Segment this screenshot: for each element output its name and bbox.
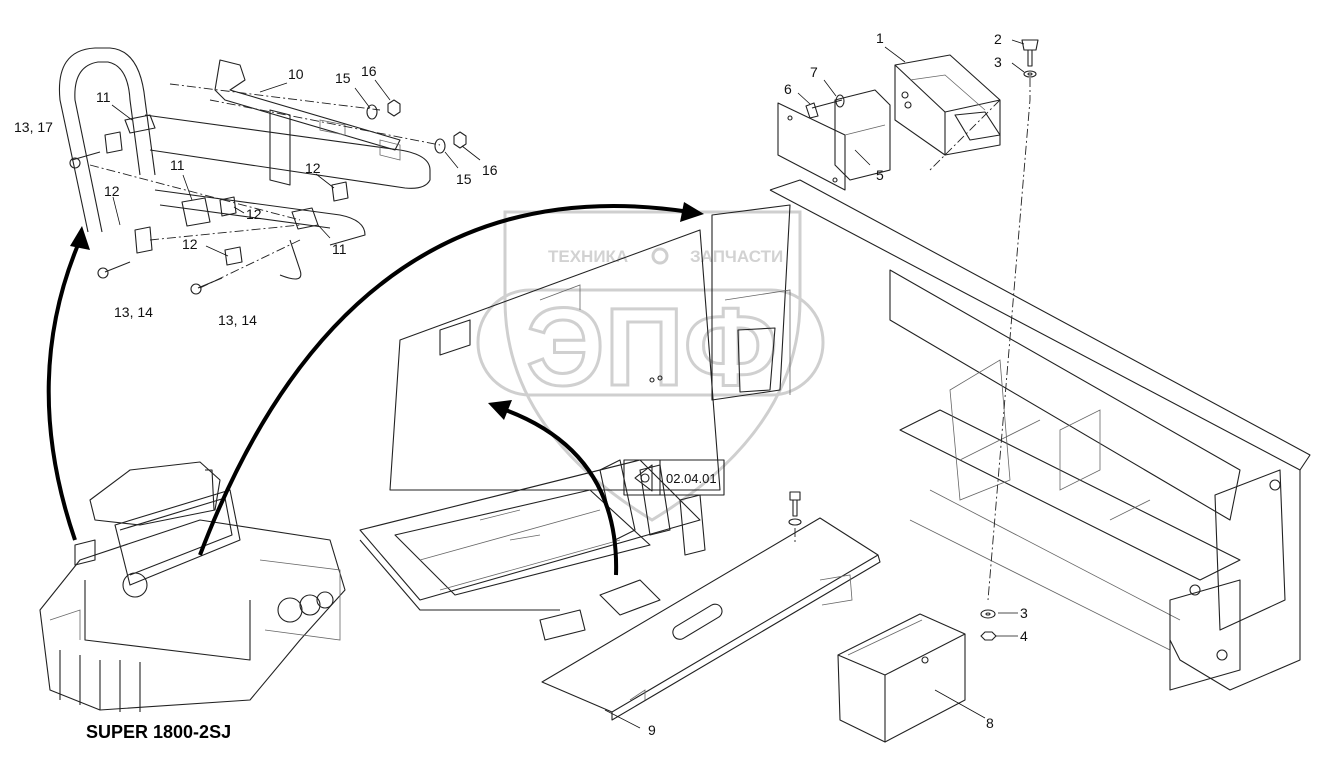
watermark-text-left: ТЕХНИКА (548, 247, 628, 266)
part-label-1: 1 (876, 30, 884, 46)
part-label-13-17: 13, 17 (14, 119, 53, 135)
platform (359, 459, 706, 641)
paver-machine (39, 461, 346, 712)
leader-lines (111, 39, 1025, 729)
part-label-2: 2 (994, 31, 1002, 47)
reference-code: 02.04.01 (666, 471, 717, 486)
machine-frame (769, 179, 1311, 691)
part-label-6: 6 (784, 81, 792, 97)
fasteners (788, 39, 1039, 641)
location-arrows (46, 202, 704, 576)
part-label-12-upper: 12 (305, 160, 321, 176)
watermark: ТЕХНИКА ЗАПЧАСТИ ЭПФ (476, 210, 825, 522)
handrail-assembly (58, 47, 467, 295)
part-label-5: 5 (876, 167, 884, 183)
part-label-11-right: 11 (332, 241, 347, 257)
side-panel (389, 204, 791, 491)
watermark-logo: ЭПФ (526, 286, 777, 409)
part-label-8: 8 (986, 715, 994, 731)
part-label-16-top: 16 (361, 63, 377, 79)
part-label-12-lower: 12 (182, 236, 198, 252)
part-label-7: 7 (810, 64, 818, 80)
part-label-4: 4 (1020, 628, 1028, 644)
part-label-12-left: 12 (104, 183, 120, 199)
part-label-10: 10 (288, 66, 304, 82)
plate-5 (777, 89, 891, 191)
part-labels: 1 2 3 3 4 5 6 7 8 9 10 11 11 11 12 12 12… (14, 30, 1028, 738)
part-label-16-right: 16 (482, 162, 498, 178)
part-label-3-bottom: 3 (1020, 605, 1028, 621)
part-label-9: 9 (648, 722, 656, 738)
part-label-12-middle: 12 (246, 206, 262, 222)
part-label-13-14-right: 13, 14 (218, 312, 257, 328)
part-label-15-right: 15 (456, 171, 472, 187)
part-label-15-top: 15 (335, 70, 351, 86)
model-caption: SUPER 1800-2SJ (86, 722, 232, 742)
part-label-11-middle: 11 (170, 157, 185, 173)
cover-plate-9 (541, 517, 881, 721)
watermark-text-right: ЗАПЧАСТИ (690, 247, 783, 266)
part-label-11-top: 11 (96, 89, 111, 105)
part-label-3-top: 3 (994, 54, 1002, 70)
part-label-13-14-left: 13, 14 (114, 304, 153, 320)
bracket-1 (894, 54, 1001, 156)
reference-callout: 02.04.01 (623, 459, 725, 496)
toolbox-8 (837, 613, 966, 743)
